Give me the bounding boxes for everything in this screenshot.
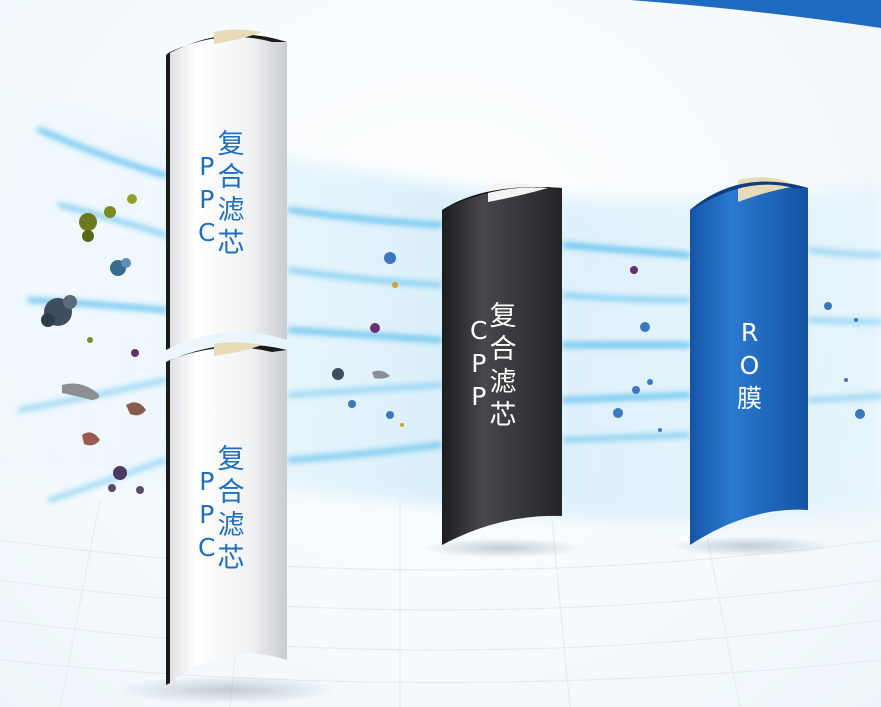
cpp-shadow	[422, 538, 582, 558]
label-char: P	[199, 152, 215, 181]
label-main-column: 复 合 滤 芯	[217, 443, 244, 575]
cpp-label: 复 合 滤 芯 C P P	[470, 300, 516, 432]
label-char: C	[198, 218, 216, 247]
label-side-column: C P P	[470, 300, 487, 432]
label-char: 复	[217, 444, 245, 475]
label-char: R	[740, 318, 759, 347]
label-char: 芯	[489, 400, 517, 431]
label-main-column: 复 合 滤 芯	[489, 300, 516, 432]
label-char: 合	[489, 334, 517, 365]
label-char: 滤	[489, 367, 517, 398]
remaining-particles	[332, 252, 865, 432]
label-char: P	[199, 467, 215, 496]
label-side-column: P P C	[198, 128, 215, 260]
label-char: P	[471, 382, 487, 411]
label-char: 芯	[217, 543, 245, 574]
label-char: 滤	[217, 195, 245, 226]
label-char: 膜	[737, 384, 763, 413]
ro-shadow	[670, 536, 830, 556]
flow-streaks	[18, 127, 881, 502]
label-main-column: R O 膜	[737, 316, 762, 415]
label-main-column: 复 合 滤 芯	[217, 128, 244, 260]
ppc-top-label: 复 合 滤 芯 P P C	[198, 128, 244, 260]
corner-banner-shape	[630, 0, 881, 28]
ppc-bottom-label: 复 合 滤 芯 P P C	[198, 443, 244, 575]
label-char: C	[470, 316, 488, 345]
label-side-column: P P C	[198, 443, 215, 575]
ro-label: R O 膜	[737, 316, 762, 415]
ro-filter	[690, 177, 808, 545]
label-char: C	[198, 533, 216, 562]
background-grid	[0, 499, 881, 707]
label-char: P	[199, 185, 215, 214]
label-char: 合	[217, 162, 245, 193]
ppc-shadow	[118, 676, 338, 704]
cpp-filter	[442, 183, 562, 546]
label-char: 复	[489, 301, 517, 332]
contaminant-particles	[41, 194, 146, 494]
ppc-filter-top	[166, 29, 287, 351]
ppc-filter-bottom	[166, 342, 287, 685]
label-char: 合	[217, 477, 245, 508]
label-char: 复	[217, 129, 245, 160]
label-char: O	[739, 351, 760, 380]
label-char: P	[199, 500, 215, 529]
label-char: 滤	[217, 510, 245, 541]
label-char: P	[471, 349, 487, 378]
label-char: 芯	[217, 228, 245, 259]
